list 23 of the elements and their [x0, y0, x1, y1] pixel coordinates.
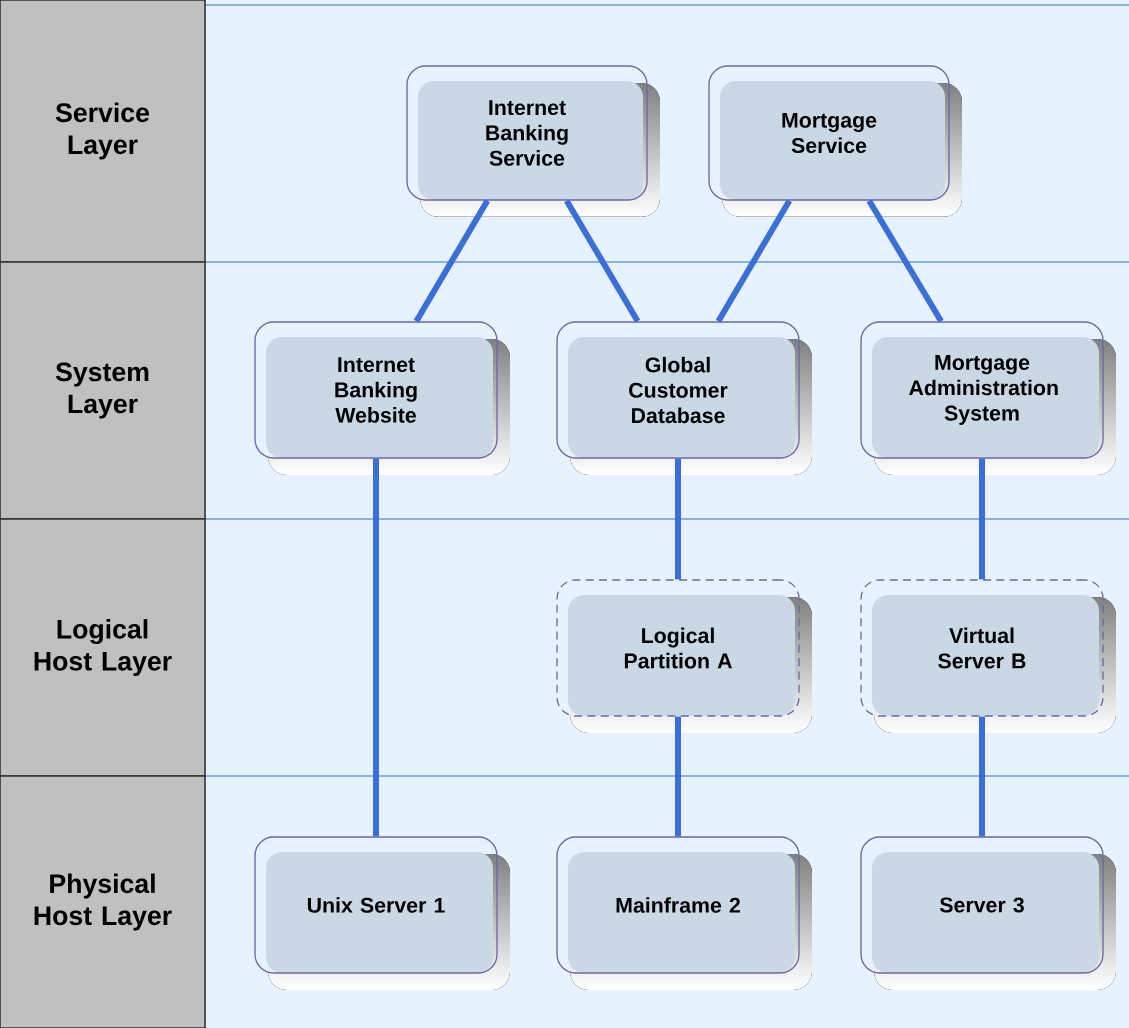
dashed-box: Logical Partition A — [556, 579, 812, 733]
system-box: Server 3 — [860, 836, 1116, 990]
layer-label-cell: System Layer — [0, 261, 206, 520]
system-box: Unix Server 1 — [254, 836, 510, 990]
connector-line — [564, 199, 641, 323]
layer-label-cell: Physical Host Layer — [0, 775, 206, 1028]
layer-label-cell: Service Layer — [0, 0, 206, 263]
connector-line — [979, 458, 985, 580]
connector-line — [413, 199, 490, 323]
system-box: Mortgage Service — [708, 65, 962, 217]
connector-line — [979, 716, 985, 837]
system-box: Global Customer Database — [556, 321, 812, 475]
system-box: Mortgage Administration System — [860, 321, 1116, 475]
layer-label-cell: Logical Host Layer — [0, 518, 206, 777]
connector-line — [675, 458, 681, 580]
connector-line — [675, 716, 681, 837]
system-box: Internet Banking Website — [254, 321, 510, 475]
connector-line — [715, 199, 792, 323]
dashed-box: Virtual Server B — [860, 579, 1116, 733]
connector-line — [866, 199, 944, 323]
system-box: Internet Banking Service — [406, 65, 660, 217]
system-box: Mainframe 2 — [556, 836, 812, 990]
connector-line — [373, 458, 379, 837]
